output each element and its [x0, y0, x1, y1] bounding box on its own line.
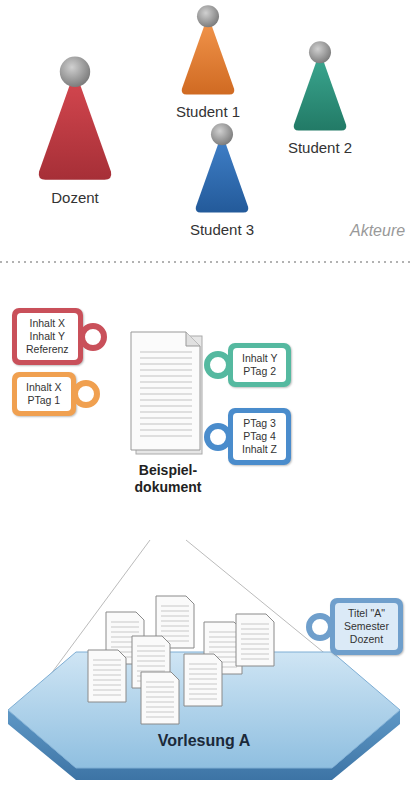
tag-text: Inhalt X: [26, 381, 62, 394]
document-page: [128, 330, 208, 480]
tag-ring: [72, 380, 100, 408]
tag-label: Titel "A"SemesterDozent: [330, 598, 403, 655]
tag-label: PTag 3PTag 4Inhalt Z: [228, 408, 291, 465]
actor-label: Student 2: [261, 139, 379, 156]
tag-label: Inhalt XPTag 1: [12, 372, 76, 416]
tag-text: Semester: [344, 620, 389, 633]
separator-line: [0, 261, 414, 263]
document-title: Beispiel- dokument: [123, 462, 213, 496]
section-label: Akteure: [350, 222, 405, 240]
actor-label: Dozent: [5, 189, 145, 206]
actor-figure: Student 1: [179, 4, 237, 97]
tag-text: Titel "A": [344, 607, 389, 620]
tag-text: PTag 3: [242, 417, 277, 430]
tag-body: Inhalt YPTag 2: [233, 348, 286, 382]
tag-text: Inhalt Y: [26, 330, 69, 343]
tag-text: Inhalt Y: [242, 352, 277, 365]
tag-text: Inhalt Z: [242, 443, 277, 456]
tag-body: Titel "A"SemesterDozent: [335, 603, 398, 650]
person-icon: [193, 122, 251, 215]
actor-label: Student 3: [163, 221, 281, 238]
person-icon: [35, 55, 115, 183]
tag-text: PTag 2: [242, 365, 277, 378]
person-icon: [179, 4, 237, 97]
tag-ring: [204, 351, 232, 379]
tag-body: PTag 3PTag 4Inhalt Z: [233, 413, 286, 460]
tag-body: Inhalt XPTag 1: [17, 377, 71, 411]
tag-label: Inhalt YPTag 2: [228, 343, 291, 387]
person-icon: [291, 40, 349, 133]
actor-label: Student 1: [149, 103, 267, 120]
tag-text: PTag 4: [242, 430, 277, 443]
actor-figure: Dozent: [35, 55, 115, 183]
tag-label: Inhalt XInhalt YReferenz: [12, 308, 83, 365]
tag-text: PTag 1: [26, 394, 62, 407]
document-icon: Beispiel- dokument: [128, 330, 208, 480]
actor-figure: Student 2: [291, 40, 349, 133]
tag-ring: [306, 613, 334, 641]
actor-figure: Student 3: [193, 122, 251, 215]
tag-text: Dozent: [344, 633, 389, 646]
lecture-title: Vorlesung A: [6, 732, 402, 750]
tag-ring: [79, 323, 107, 351]
tag-text: Referenz: [26, 343, 69, 356]
tag-text: Inhalt X: [26, 317, 69, 330]
tag-ring: [204, 423, 232, 451]
tag-body: Inhalt XInhalt YReferenz: [17, 313, 78, 360]
